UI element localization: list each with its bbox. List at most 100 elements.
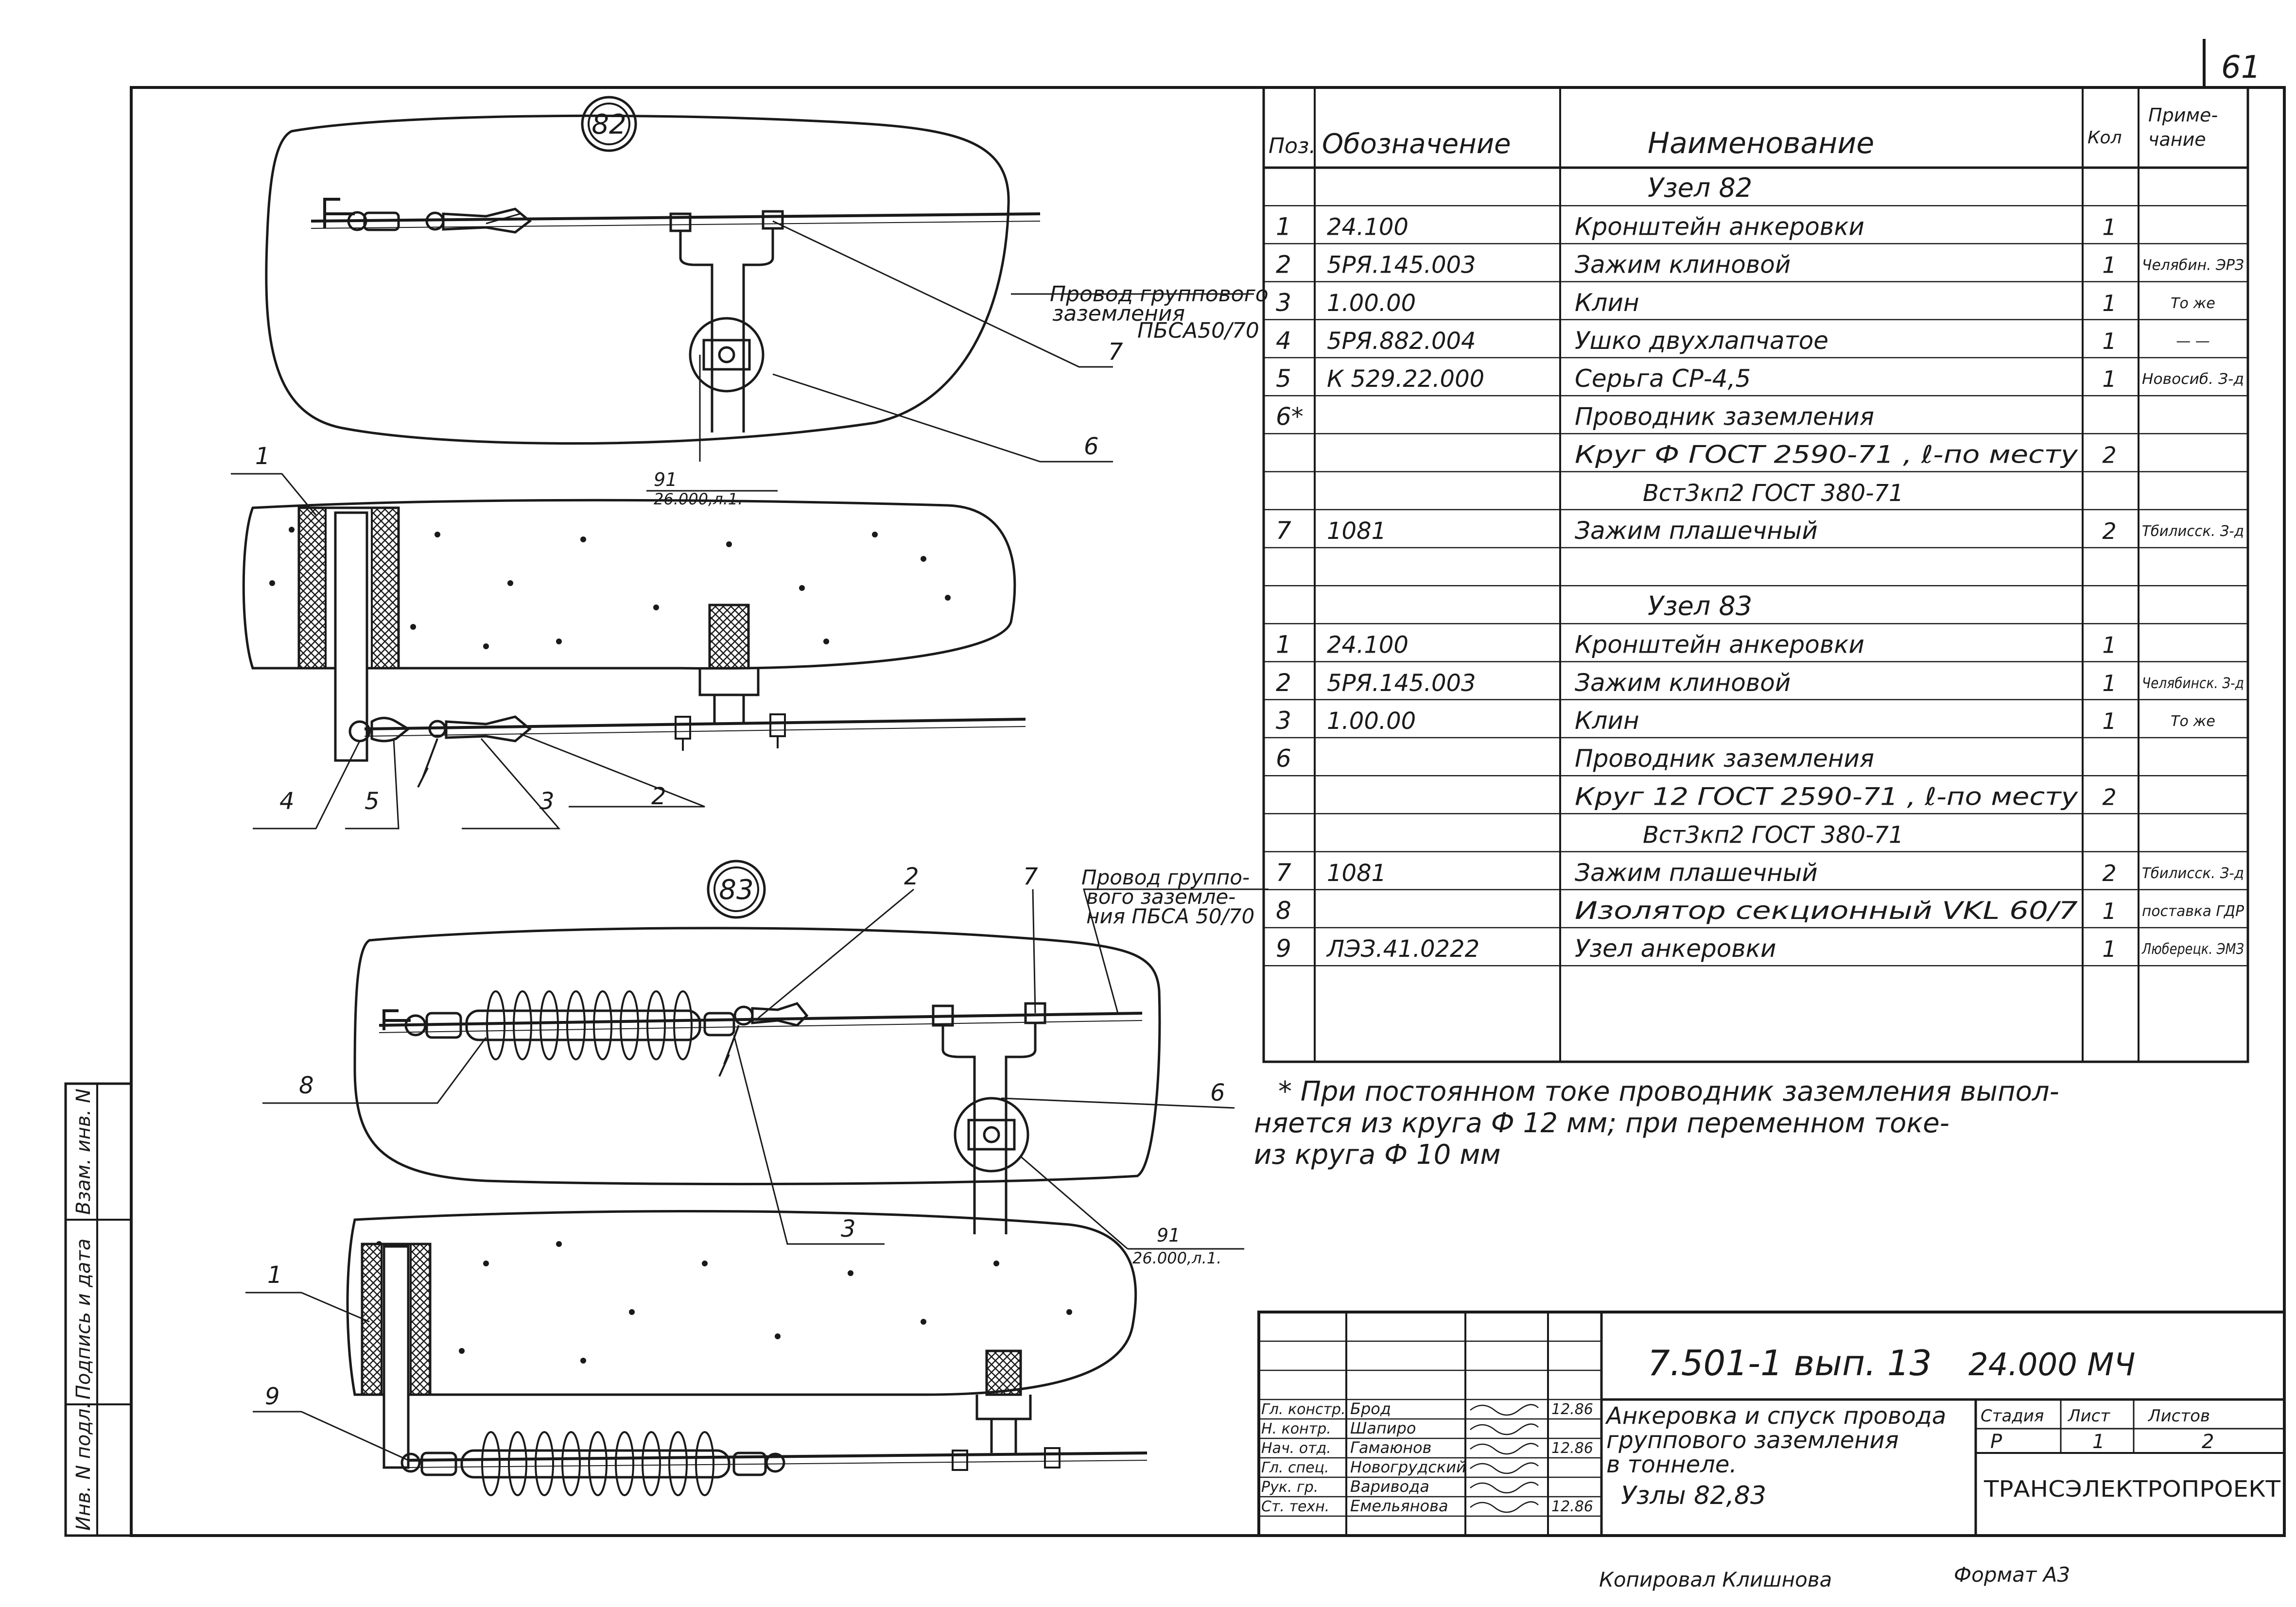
signature xyxy=(1470,1443,1539,1455)
title-block-role: Н. контр. xyxy=(1261,1420,1331,1437)
table-row-qty: 1 xyxy=(2102,670,2116,696)
table-row-pos: 9 xyxy=(1276,934,1291,963)
table-row-name: Ушко двухлапчатое xyxy=(1575,327,1828,355)
table-row-name: Узел анкеровки xyxy=(1575,934,1776,963)
table-header-designation: Обозначение xyxy=(1322,128,1511,160)
node82-wire-note-3: ПБСА50/70 xyxy=(1137,318,1259,343)
table-row-name: Зажим клиновой xyxy=(1575,669,1791,697)
title-line-3: в тоннеле. xyxy=(1606,1451,1737,1478)
table-row-name: Зажим плашечный xyxy=(1575,859,1818,887)
table-row-pos: 6 xyxy=(1276,744,1291,773)
signature xyxy=(1470,1404,1539,1416)
sheet-number-box: 61 xyxy=(2203,39,2284,89)
table-header-note-2: чание xyxy=(2148,129,2206,150)
title-block-name: Шапиро xyxy=(1350,1419,1416,1437)
node82-ref-bottom: 26.000,л.1. xyxy=(654,490,743,508)
table-row-pos: 3 xyxy=(1276,707,1291,735)
title-block-date: 12.86 xyxy=(1551,1440,1593,1457)
table-row-qty: 1 xyxy=(2102,936,2116,962)
title-block: 7.501-1 вып. 13 24.000 МЧ Гл. констр.Бро… xyxy=(1257,1311,2286,1537)
signature xyxy=(1470,1482,1539,1494)
node82-wire-note-1: Провод группового xyxy=(1050,282,1269,307)
node82-callout-4: 4 xyxy=(279,788,295,815)
stage-header: Стадия xyxy=(1981,1406,2044,1426)
title-block-role: Нач. отд. xyxy=(1261,1440,1331,1457)
table-row-note: Тбилисск. З-д xyxy=(2142,865,2244,882)
table-header-qty: Кол xyxy=(2087,128,2122,148)
node82-callout-2: 2 xyxy=(651,783,666,810)
sheets-value: 2 xyxy=(2202,1431,2214,1453)
copied-by-note: Копировал Клишнова xyxy=(1599,1568,1832,1591)
table-row-section-title: Узел 83 xyxy=(1648,590,1752,621)
title-block-date: 12.86 xyxy=(1551,1498,1593,1515)
footnote-line-3: из круга Ф 10 мм xyxy=(1254,1139,1501,1171)
table-row-pos: 2 xyxy=(1276,669,1291,697)
table-row-pos: 2 xyxy=(1276,251,1291,279)
node82-callout-6: 6 xyxy=(1084,433,1099,460)
table-row-designation: 1.00.00 xyxy=(1327,708,1416,735)
table-row-note: Челябин. ЭРЗ xyxy=(2142,257,2244,274)
table-row-name: Клин xyxy=(1575,707,1639,735)
table-row-note: Люберецк. ЭМЗ xyxy=(2141,941,2244,958)
table-row-qty: 1 xyxy=(2102,290,2116,316)
table-row-pos: 1 xyxy=(1276,212,1291,241)
node83-ref-bottom: 26.000,л.1. xyxy=(1132,1249,1221,1267)
table-row-name: Изолятор секционный VKL 60/7 xyxy=(1575,897,2078,925)
sheet-number: 61 xyxy=(2221,50,2261,86)
signature xyxy=(1470,1501,1539,1513)
table-row-qty: 1 xyxy=(2102,708,2116,734)
table-row-name: Зажим плашечный xyxy=(1575,517,1818,545)
node-82-label: 82 xyxy=(591,109,626,140)
table-row-note: То же xyxy=(2171,713,2215,730)
footnote-line-1: * При постоянном токе проводник заземлен… xyxy=(1278,1076,2059,1107)
node83-wire-note-3: ния ПБСА 50/70 xyxy=(1086,904,1254,928)
table-row-name: Кронштейн анкеровки xyxy=(1575,631,1864,659)
node82-ref-top: 91 xyxy=(654,469,677,490)
title-line-1: Анкеровка и спуск провода xyxy=(1605,1402,1946,1430)
organization-name: ТРАНСЭЛЕКТРОПРОЕКТ xyxy=(1983,1476,2281,1502)
table-row-note: поставка ГДР xyxy=(2142,903,2244,920)
stamp-inv-podl: Инв. N подл. xyxy=(72,1402,95,1531)
title-block-name: Варивода xyxy=(1350,1477,1429,1496)
table-row-designation: К 529.22.000 xyxy=(1327,365,1484,393)
table-row-qty: 1 xyxy=(2102,898,2116,924)
table-row-pos: 3 xyxy=(1276,289,1291,317)
table-row-name: Проводник заземления xyxy=(1575,402,1874,431)
node83-callout-6: 6 xyxy=(1210,1079,1225,1106)
table-row-pos: 8 xyxy=(1276,897,1291,925)
stamp-vzam-inv: Взам. инв. N xyxy=(72,1089,95,1215)
signature xyxy=(1470,1462,1539,1474)
insulator-83-top xyxy=(465,990,701,1060)
title-block-role: Гл. констр. xyxy=(1261,1401,1346,1418)
sheet-value: 1 xyxy=(2092,1431,2105,1453)
signature xyxy=(1470,1423,1539,1435)
table-row-qty: 2 xyxy=(2102,860,2116,886)
table-row-name: Вст3кп2 ГОСТ 380-71 xyxy=(1643,822,1904,849)
title-line-2: группового заземления xyxy=(1606,1427,1899,1454)
node-82-drawing: 82 Провод группового заземления ПБСА50/7… xyxy=(231,96,1269,829)
node83-callout-3: 3 xyxy=(841,1215,856,1243)
title-block-role: Гл. спец. xyxy=(1261,1459,1329,1476)
table-row-qty: 1 xyxy=(2102,214,2116,240)
insulator-83-bottom xyxy=(481,1431,714,1496)
table-row-pos: 4 xyxy=(1276,327,1291,355)
stamp-podpis-data: Подпись и дата xyxy=(72,1239,95,1400)
table-row-pos: 6* xyxy=(1276,402,1304,431)
node83-wire-note-2: вого заземле- xyxy=(1086,885,1235,909)
table-row-note: — — xyxy=(2176,333,2210,350)
node83-wire-note-1: Провод группо- xyxy=(1081,865,1250,889)
sheets-header: Листов xyxy=(2147,1406,2210,1426)
title-block-name: Брод xyxy=(1350,1400,1391,1418)
table-row-note: Новосиб. З-д xyxy=(2142,371,2244,388)
node83-callout-2: 2 xyxy=(904,863,919,890)
table-row-pos: 5 xyxy=(1276,364,1291,393)
table-row-designation: 1.00.00 xyxy=(1327,290,1416,317)
node83-callout-8: 8 xyxy=(299,1072,314,1099)
specification-table: Поз. Обозначение Наименование Кол Приме-… xyxy=(1262,86,2249,1063)
node-83-drawing: 83 xyxy=(245,860,1269,1496)
table-row-qty: 2 xyxy=(2102,518,2116,544)
table-row-qty: 2 xyxy=(2102,784,2116,810)
format-note: Формат А3 xyxy=(1954,1563,2070,1587)
node82-callout-7: 7 xyxy=(1108,338,1123,365)
table-header-note-1: Приме- xyxy=(2148,104,2218,126)
